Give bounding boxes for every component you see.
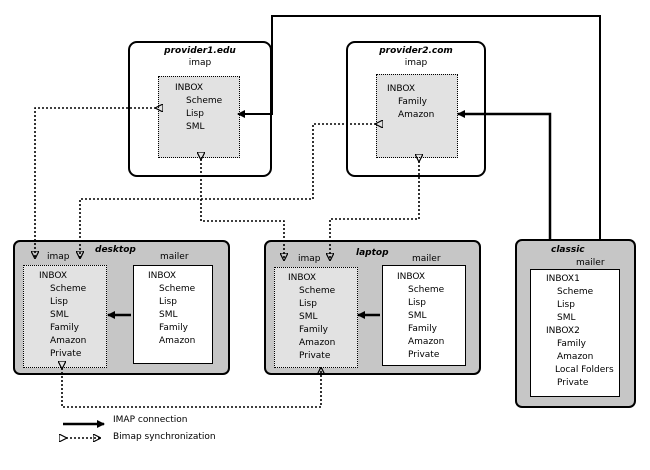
folder-item: Scheme [408,285,445,295]
provider2-title: provider2.com [379,46,453,56]
desktop-laptop-bimap-sync [62,368,321,408]
provider1-protocol-label: imap [188,58,212,68]
folder-item: INBOX2 [546,326,580,336]
folder-item: Amazon [398,110,435,120]
folder-item: INBOX [397,272,426,282]
folder-item: SML [557,313,576,323]
folder-item: Private [408,350,440,360]
folder-item: INBOX [175,83,204,93]
folder-item: INBOX [288,273,317,283]
folder-item: Private [299,351,331,361]
provider2-laptop-bimap-sync [330,161,419,260]
folder-item: SML [299,312,318,322]
provider1-desktop-bimap-sync [35,108,156,258]
folder-item: Family [299,325,328,335]
folder-item: Local Folders [555,365,614,375]
folder-item: Scheme [299,286,336,296]
laptop-imap-label: imap [298,254,321,264]
folder-item: Scheme [50,284,87,294]
folder-item: Scheme [557,287,594,297]
folder-item: Amazon [557,352,594,362]
folder-item: Family [50,323,79,333]
folder-item: Lisp [299,299,317,309]
folder-item: Family [398,97,427,107]
provider1-title: provider1.edu [164,46,236,56]
folder-item: Amazon [299,338,336,348]
folder-item: Family [408,324,437,334]
folder-item: INBOX [148,271,177,281]
folder-item: Scheme [186,96,223,106]
provider1-laptop-bimap-sync [201,159,284,260]
folder-item: SML [50,310,69,320]
provider2-desktop-bimap-sync [80,124,376,258]
folder-item: Amazon [159,336,196,346]
folder-item: Lisp [50,297,68,307]
folder-item: Private [557,378,589,388]
folder-item: Lisp [557,300,575,310]
classic-title: classic [551,245,585,255]
folder-item: Amazon [50,336,87,346]
provider2-protocol-label: imap [404,58,428,68]
folder-item: Lisp [186,109,204,119]
classic-mailer-label: mailer [576,258,605,268]
folder-item: SML [408,311,427,321]
folder-item: INBOX [39,271,68,281]
folder-item: SML [159,310,178,320]
folder-item: Amazon [408,337,445,347]
folder-item: Lisp [159,297,177,307]
folder-item: INBOX1 [546,274,580,284]
legend-imap-connection-label: IMAP connection [113,415,188,425]
classic-to-provider1-imap-connection [237,15,601,240]
classic-to-provider2-imap-connection [457,110,552,240]
folder-item: INBOX [387,84,416,94]
laptop-mailer-label: mailer [412,254,441,264]
folder-item: Lisp [408,298,426,308]
folder-item: Family [557,339,586,349]
folder-item: Scheme [159,284,196,294]
legend-bimap-sync-label: Bimap synchronization [113,432,216,442]
folder-item: Family [159,323,188,333]
folder-item: Private [50,349,82,359]
